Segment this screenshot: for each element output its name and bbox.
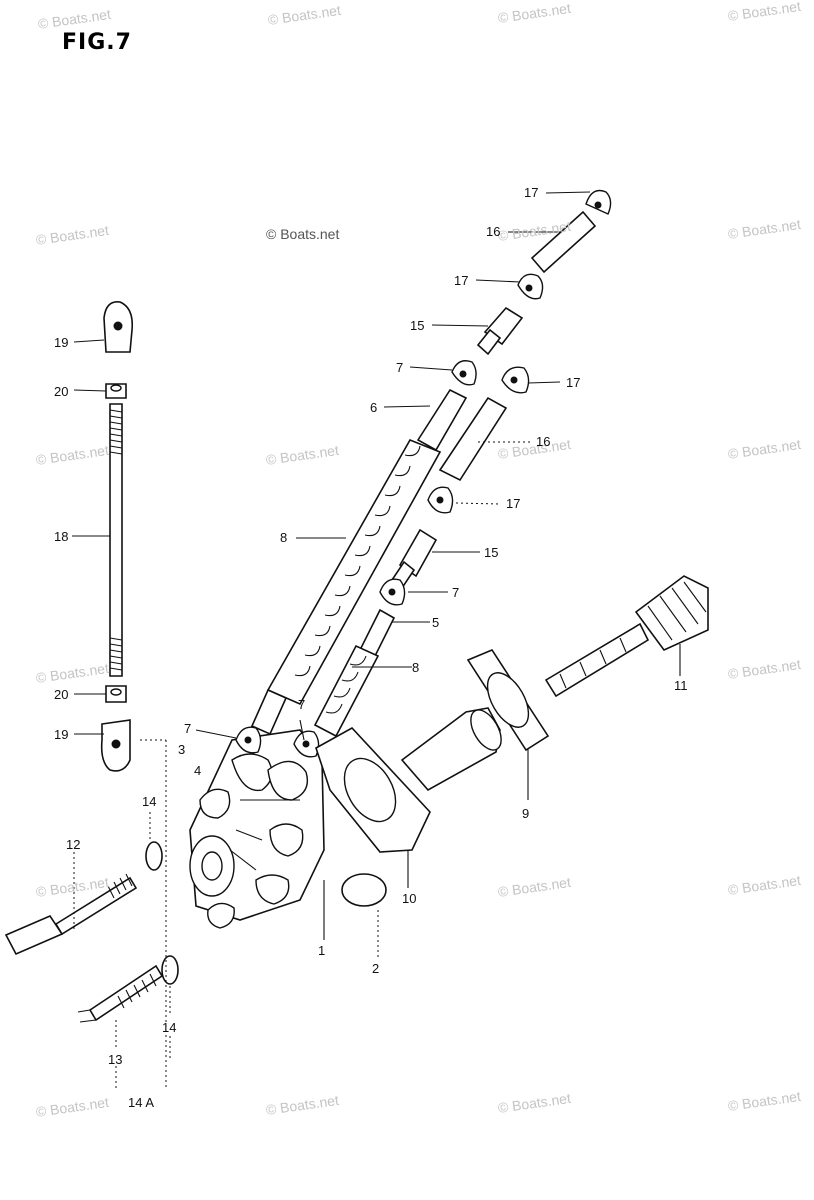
callout-16: 16	[486, 224, 501, 239]
washer-14-lower	[161, 955, 179, 985]
rod-end-19-bottom	[100, 719, 131, 772]
clamp-7-upper	[451, 360, 477, 386]
callout-11: 11	[674, 678, 688, 693]
callout-3: 3	[178, 742, 186, 757]
fitting-15-upper	[476, 306, 524, 356]
hose-8-upper-sleeve	[266, 438, 442, 706]
callout-17: 17	[506, 496, 521, 511]
callout-1: 1	[318, 943, 326, 958]
callout-8: 8	[412, 660, 420, 675]
bolt-13	[77, 964, 164, 1023]
callout-8: 8	[280, 530, 288, 545]
callout-9: 9	[522, 806, 530, 821]
figure-title: FIG.7	[62, 30, 132, 55]
callout-6: 6	[370, 400, 378, 415]
callout-20: 20	[54, 687, 69, 702]
hose-6	[416, 388, 468, 452]
callout-17: 17	[524, 185, 539, 200]
callout-2: 2	[372, 961, 380, 976]
bolt-12	[4, 873, 138, 956]
callout-19: 19	[54, 727, 69, 742]
clamp-7-lower	[379, 578, 406, 606]
callout-19: 19	[54, 335, 69, 350]
hose-8-lower-sleeve	[313, 644, 380, 738]
washer-14-upper	[145, 841, 163, 871]
clamp-7-right-pump	[293, 730, 320, 758]
callout-7: 7	[184, 721, 192, 736]
plug-2	[341, 873, 387, 907]
callout-20: 20	[54, 384, 69, 399]
callout-5: 5	[432, 615, 440, 630]
callout-14-a: 14 A	[128, 1095, 155, 1110]
callout-16: 16	[536, 434, 551, 449]
callout-14: 14	[162, 1020, 177, 1035]
callout-12: 12	[66, 837, 81, 852]
rod-end-19-top	[103, 301, 134, 353]
housing-10	[315, 726, 431, 853]
hose-16-lower	[438, 396, 508, 482]
watermark-center: © Boats.net	[266, 226, 340, 242]
callout-15: 15	[484, 545, 499, 560]
callout-18: 18	[54, 529, 69, 544]
hose-lower-upper	[250, 688, 288, 736]
clamp-17-lower	[427, 486, 454, 514]
callout-14: 14	[142, 794, 157, 809]
nut-20-top	[105, 383, 127, 399]
callout-7: 7	[396, 360, 404, 375]
gasket-9	[466, 649, 550, 752]
clamp-17-right	[501, 366, 530, 394]
hose-16-upper	[530, 210, 597, 274]
rod-18	[109, 403, 123, 677]
callout-7: 7	[298, 697, 306, 712]
oil-pump-body	[189, 729, 325, 929]
nut-20-bottom	[105, 685, 127, 703]
gear-11	[544, 575, 709, 698]
callout-10: 10	[402, 891, 417, 906]
clamp-7-left	[235, 726, 262, 754]
leader-lines	[72, 191, 681, 1090]
callout-15: 15	[410, 318, 425, 333]
callout-4: 4	[194, 763, 202, 778]
callout-17: 17	[566, 375, 581, 390]
shaft	[400, 707, 502, 792]
clamp-17-mid-upper	[517, 273, 544, 300]
callout-7: 7	[452, 585, 460, 600]
callout-13: 13	[108, 1052, 123, 1067]
clamp-17-top	[585, 189, 612, 215]
callout-17: 17	[454, 273, 469, 288]
